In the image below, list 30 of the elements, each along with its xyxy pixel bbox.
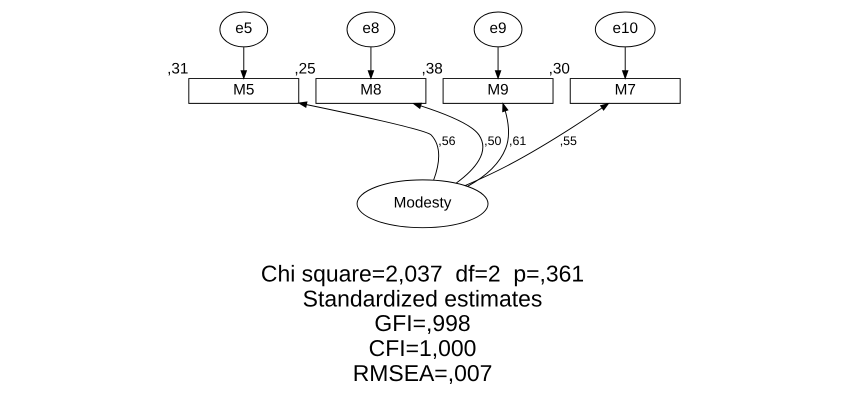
node-ellipse: Modesty bbox=[356, 179, 488, 228]
arrow bbox=[412, 102, 484, 184]
label: CFI=1,000 bbox=[368, 334, 476, 361]
arrow bbox=[464, 102, 610, 186]
node-box: M8 bbox=[315, 78, 426, 104]
arrow bbox=[368, 46, 374, 80]
edge-label: ,56 bbox=[438, 134, 456, 148]
node-ellipse: e8 bbox=[346, 11, 396, 48]
arrow bbox=[622, 46, 629, 80]
label: Chi square=2,037 df=2 p=,361 bbox=[260, 260, 584, 286]
label: GFI=,998 bbox=[374, 310, 471, 336]
label: RMSEA=,007 bbox=[352, 360, 492, 386]
node-label: ,25 bbox=[294, 60, 316, 78]
node-box: M7 bbox=[570, 78, 681, 104]
arrow bbox=[297, 101, 440, 181]
node-label: ,38 bbox=[421, 60, 443, 78]
node-ellipse: e9 bbox=[474, 11, 522, 48]
node-label: ,31 bbox=[167, 60, 188, 78]
node-label: ,30 bbox=[548, 60, 570, 78]
node-box: M9 bbox=[442, 78, 554, 104]
node-ellipse: e5 bbox=[219, 11, 268, 48]
edge-label: ,50 bbox=[484, 134, 502, 148]
arrow bbox=[240, 46, 248, 80]
arrow bbox=[494, 46, 502, 80]
arrow bbox=[467, 102, 509, 187]
label: Standardized estimates bbox=[302, 285, 542, 312]
node-ellipse: e10 bbox=[594, 11, 656, 48]
edge-label: ,55 bbox=[560, 134, 577, 148]
node-box: M5 bbox=[188, 78, 300, 104]
edge-label: ,61 bbox=[509, 134, 526, 148]
